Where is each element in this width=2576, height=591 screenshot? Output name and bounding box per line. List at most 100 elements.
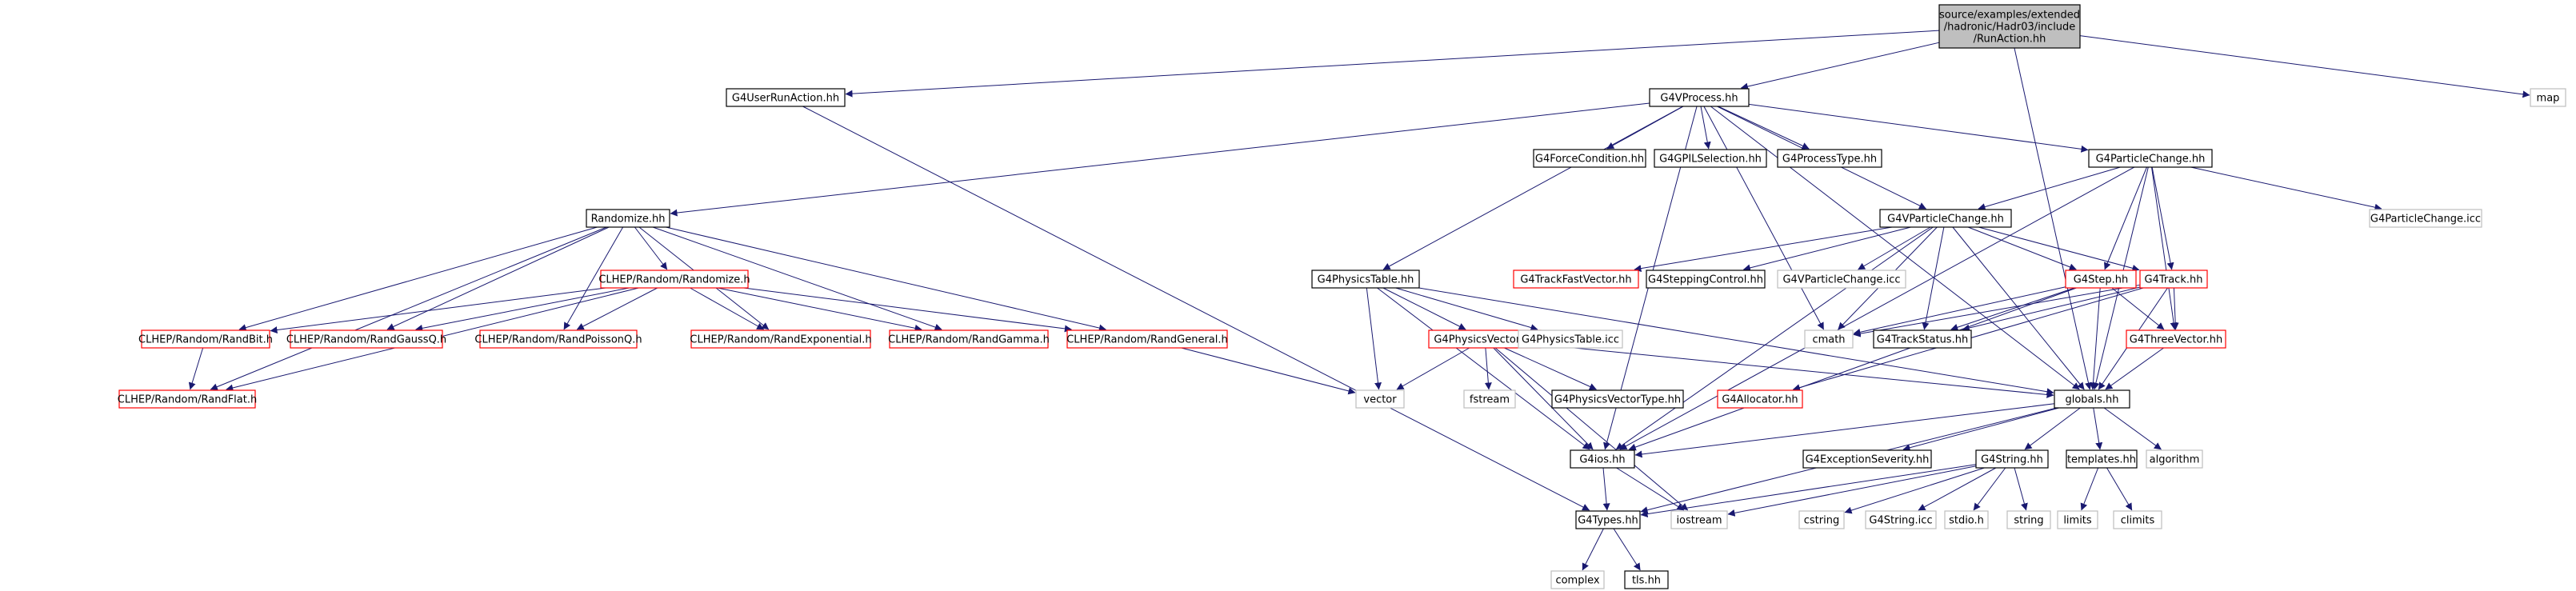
node-label: G4SteppingControl.hh <box>1648 274 1763 286</box>
node-allocator[interactable]: G4Allocator.hh <box>1717 389 1803 409</box>
node-label: cstring <box>1804 515 1839 527</box>
node-trackstatus[interactable]: G4TrackStatus.hh <box>1873 329 1972 349</box>
node-physvectype[interactable]: G4PhysicsVectorType.hh <box>1551 389 1684 409</box>
node-label: CLHEP/Random/RandFlat.h <box>118 394 257 406</box>
node-steppingctrl[interactable]: G4SteppingControl.hh <box>1646 270 1766 289</box>
edge-types-to-complex <box>1582 528 1604 571</box>
node-algorithm[interactable]: algorithm <box>2146 449 2203 469</box>
node-label: G4TrackStatus.hh <box>1877 334 1968 346</box>
node-box <box>118 389 256 409</box>
node-clheprand[interactable]: CLHEP/Random/Randomize.h <box>598 270 750 289</box>
node-tlsh[interactable]: tls.hh <box>1624 570 1669 589</box>
node-label: cmath <box>1812 334 1845 346</box>
node-g4string[interactable]: G4String.hh <box>1975 449 2049 469</box>
edge-vprocess-to-pchange <box>1748 103 2089 153</box>
node-label: iostream <box>1676 515 1722 527</box>
node-trackfastvec[interactable]: G4TrackFastVector.hh <box>1513 270 1639 289</box>
edge-randomize-to-randflat <box>210 226 607 390</box>
node-root[interactable]: source/examples/extended/hadronic/Hadr03… <box>1938 4 2081 49</box>
node-box <box>2057 510 2098 529</box>
node-box <box>1879 209 2012 228</box>
edge-pchange-to-step <box>2104 166 2147 270</box>
edge-pchange-to-track <box>2151 166 2174 270</box>
node-complex[interactable]: complex <box>1550 570 1605 589</box>
node-gpilsel[interactable]: G4GPILSelection.hh <box>1654 149 1767 168</box>
node-randgaussq[interactable]: CLHEP/Random/RandGaussQ.h <box>286 329 446 349</box>
edge-randomize-to-clheprand <box>634 226 668 270</box>
node-box <box>1865 510 1937 529</box>
edge-root-to-vprocess <box>1740 42 1940 90</box>
node-label: CLHEP/Random/RandGeneral.h <box>1066 334 1228 346</box>
edge-globals-to-algorithm <box>2103 407 2162 450</box>
edge-clheprand-to-randgeneral <box>743 287 1072 333</box>
node-box <box>1533 149 1646 168</box>
edge-vpchange-to-vpchangeicc <box>1858 226 1931 270</box>
edge-physicstable-to-physicsvector <box>1382 287 1466 330</box>
edge-g4string-to-types <box>1640 464 1977 518</box>
node-iostream[interactable]: iostream <box>1670 510 1728 529</box>
node-vector[interactable]: vector <box>1355 389 1405 409</box>
node-randomize[interactable]: Randomize.hh <box>586 209 670 228</box>
node-physicstable[interactable]: G4PhysicsTable.hh <box>1311 270 1420 289</box>
node-map[interactable]: map <box>2530 88 2566 107</box>
edge-physicstable-to-ios <box>1377 287 1590 450</box>
edge-vprocess-to-randomize <box>670 102 1650 217</box>
node-physicstableicc[interactable]: G4PhysicsTable.icc <box>1518 329 1623 349</box>
node-randpoissonq[interactable]: CLHEP/Random/RandPoissonQ.h <box>474 329 642 349</box>
node-exceptsev[interactable]: G4ExceptionSeverity.hh <box>1802 449 1932 469</box>
node-box <box>1938 4 2081 49</box>
node-label: G4Step.hh <box>2074 274 2129 286</box>
node-ios[interactable]: G4ios.hh <box>1570 449 1635 469</box>
node-box <box>1873 329 1972 349</box>
node-label: complex <box>1555 575 1599 587</box>
node-cstring[interactable]: cstring <box>1798 510 1845 529</box>
edge-clheprand-to-randexp <box>690 287 765 330</box>
node-box <box>1575 510 1641 529</box>
node-track[interactable]: G4Track.hh <box>2139 270 2208 289</box>
node-label: source/examples/extended <box>1939 10 2080 22</box>
edge-g4string-to-string <box>2014 467 2028 511</box>
node-randgeneral[interactable]: CLHEP/Random/RandGeneral.h <box>1066 329 1228 349</box>
node-label: CLHEP/Random/Randomize.h <box>598 274 750 286</box>
node-userrun[interactable]: G4UserRunAction.hh <box>726 88 846 107</box>
node-randflat[interactable]: CLHEP/Random/RandFlat.h <box>118 389 257 409</box>
node-forcecond[interactable]: G4ForceCondition.hh <box>1533 149 1646 168</box>
node-label: algorithm <box>2150 454 2200 466</box>
node-pchange[interactable]: G4ParticleChange.hh <box>2088 149 2213 168</box>
node-pchangeicc[interactable]: G4ParticleChange.icc <box>2369 209 2482 228</box>
node-label: G4TrackFastVector.hh <box>1520 274 1631 286</box>
node-box <box>726 88 846 107</box>
node-box <box>1777 270 1906 289</box>
node-vpchangeicc[interactable]: G4VParticleChange.icc <box>1777 270 1906 289</box>
node-cmath[interactable]: cmath <box>1804 329 1854 349</box>
edge-randomize-to-randbit <box>238 226 598 331</box>
node-fstream[interactable]: fstream <box>1463 389 1516 409</box>
node-randgamma[interactable]: CLHEP/Random/RandGamma.h <box>888 329 1050 349</box>
node-vpchange[interactable]: G4VParticleChange.hh <box>1879 209 2012 228</box>
node-label: G4Allocator.hh <box>1722 394 1798 406</box>
node-box <box>1355 389 1405 409</box>
node-step[interactable]: G4Step.hh <box>2065 270 2137 289</box>
node-stdio[interactable]: stdio.h <box>1944 510 1989 529</box>
node-g4stringicc[interactable]: G4String.icc <box>1865 510 1937 529</box>
node-label: G4UserRunAction.hh <box>732 93 839 105</box>
node-randexp[interactable]: CLHEP/Random/RandExponential.h <box>690 329 872 349</box>
edge-root-to-map <box>2079 35 2530 98</box>
node-label: /hadronic/Hadr03/include <box>1944 22 2076 34</box>
node-box <box>290 329 443 349</box>
node-globals[interactable]: globals.hh <box>2054 389 2130 409</box>
node-limits[interactable]: limits <box>2057 510 2098 529</box>
node-vprocess[interactable]: G4VProcess.hh <box>1649 88 1750 107</box>
edge-physicstable-to-vector <box>1366 287 1382 390</box>
node-box <box>2006 510 2051 529</box>
node-proctype[interactable]: G4ProcessType.hh <box>1777 149 1882 168</box>
node-randbit[interactable]: CLHEP/Random/RandBit.h <box>138 329 273 349</box>
node-threevector[interactable]: G4ThreeVector.hh <box>2126 329 2226 349</box>
node-climits[interactable]: climits <box>2113 510 2162 529</box>
node-physicsvector[interactable]: G4PhysicsVector.hh <box>1428 329 1542 349</box>
node-string[interactable]: string <box>2006 510 2051 529</box>
node-label: G4String.icc <box>1869 515 1932 527</box>
node-label: globals.hh <box>2065 394 2118 406</box>
node-templates[interactable]: templates.hh <box>2066 449 2138 469</box>
node-types[interactable]: G4Types.hh <box>1575 510 1641 529</box>
